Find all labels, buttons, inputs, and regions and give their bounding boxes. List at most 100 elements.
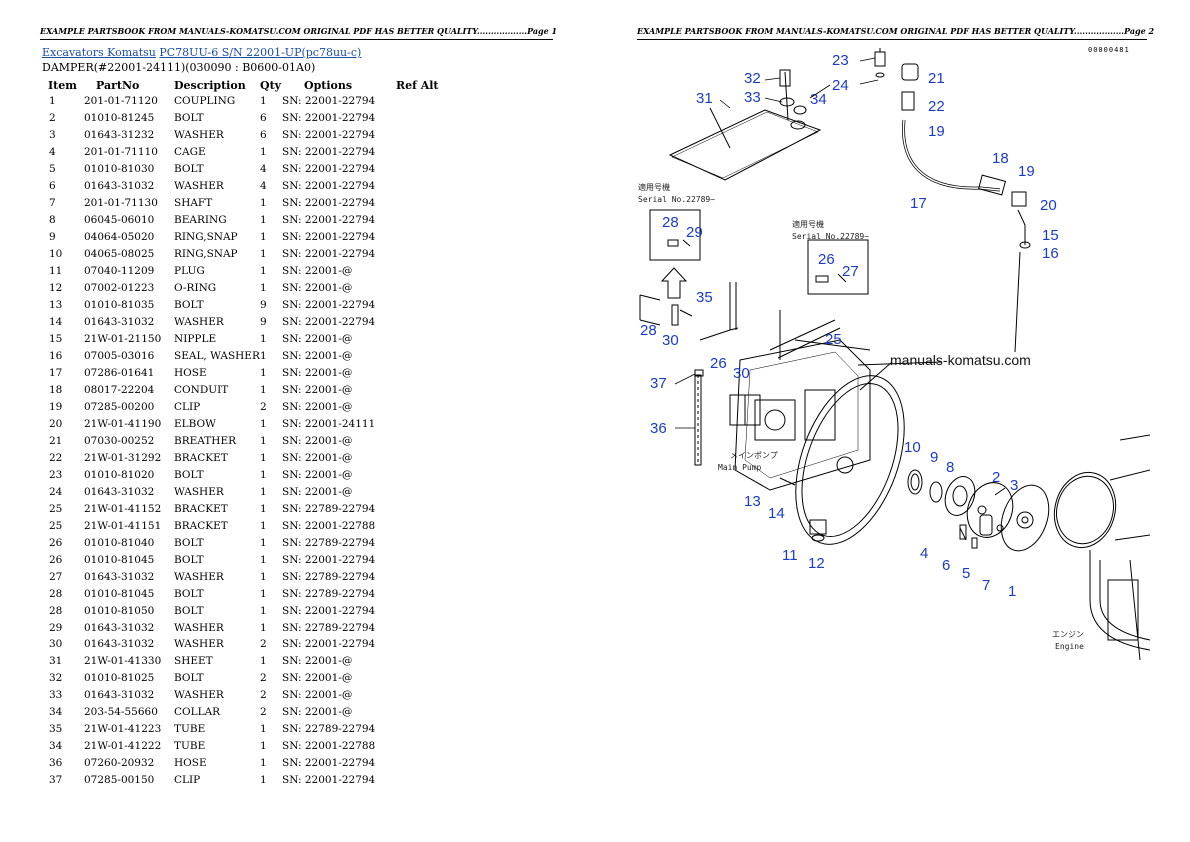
column-header-ref-alt: Ref Alt bbox=[396, 78, 439, 92]
cell-ref-alt bbox=[396, 381, 446, 398]
cell-qty: 9 bbox=[260, 316, 267, 329]
callout-6: 6 bbox=[942, 557, 950, 574]
cell-options: SN: 22001-22794 bbox=[282, 231, 376, 244]
cell-partno: 21W-01-41152 bbox=[84, 502, 162, 515]
cell-item: 30 bbox=[49, 638, 63, 651]
cell-options: SN: 22001-@ bbox=[282, 655, 353, 668]
cell-qty: 2 bbox=[260, 689, 267, 702]
column-header-partno: PartNo bbox=[96, 78, 140, 92]
cell-qty: 1 bbox=[260, 655, 267, 668]
cell-description: SHEET bbox=[174, 655, 213, 668]
cell-options: SN: 22789-22794 bbox=[282, 723, 376, 736]
engine-label: Engine bbox=[1055, 642, 1084, 651]
callout-27: 27 bbox=[842, 263, 859, 280]
cell-partno: 07285-00150 bbox=[84, 774, 155, 787]
callout-26-main: 26 bbox=[710, 355, 727, 372]
cell-description: BRACKET bbox=[174, 519, 228, 532]
cell-item: 35 bbox=[49, 723, 63, 736]
callout-21: 21 bbox=[928, 70, 945, 87]
cell-options: SN: 22001-@ bbox=[282, 333, 353, 346]
damper-disc bbox=[794, 339, 943, 545]
cell-qty: 4 bbox=[260, 163, 267, 176]
cell-item: 7 bbox=[49, 197, 56, 210]
cell-options: SN: 22001-22794 bbox=[282, 316, 376, 329]
cell-partno: 01643-31232 bbox=[84, 129, 155, 142]
cell-ref-alt bbox=[396, 178, 446, 195]
cell-ref-alt bbox=[396, 398, 446, 415]
cell-qty: 1 bbox=[260, 451, 267, 464]
callout-28-main: 28 bbox=[640, 322, 657, 339]
cell-options: SN: 22001-@ bbox=[282, 689, 353, 702]
cell-description: WASHER bbox=[174, 485, 224, 498]
cell-item: 26 bbox=[49, 536, 63, 549]
cell-qty: 1 bbox=[260, 553, 267, 566]
callout-30-left: 30 bbox=[662, 332, 679, 349]
drawing-code: 00000481 bbox=[1088, 46, 1130, 54]
parts-table: Item PartNo Description Qty Options Ref … bbox=[42, 77, 446, 789]
cell-qty: 1 bbox=[260, 587, 267, 600]
cell-item: 28 bbox=[49, 604, 63, 617]
cell-ref-alt bbox=[396, 195, 446, 212]
cell-qty: 1 bbox=[260, 536, 267, 549]
cell-ref-alt bbox=[396, 144, 446, 161]
cell-description: WASHER bbox=[174, 689, 224, 702]
cell-qty: 1 bbox=[260, 417, 267, 430]
cell-options: SN: 22001-22794 bbox=[282, 214, 376, 227]
cell-description: WASHER bbox=[174, 316, 224, 329]
cell-ref-alt bbox=[396, 246, 446, 263]
cell-qty: 1 bbox=[260, 468, 267, 481]
cell-description: BOLT bbox=[174, 299, 204, 312]
cell-qty: 6 bbox=[260, 129, 267, 142]
cell-description: TUBE bbox=[174, 723, 206, 736]
cell-qty: 1 bbox=[260, 485, 267, 498]
cell-description: CLIP bbox=[174, 400, 201, 413]
table-header-row: Item PartNo Description Qty Options Ref … bbox=[42, 77, 446, 93]
cell-ref-alt bbox=[396, 161, 446, 178]
cell-options: SN: 22001-22794 bbox=[282, 757, 376, 770]
callout-13: 13 bbox=[744, 493, 761, 510]
cell-qty: 1 bbox=[260, 383, 267, 396]
breadcrumb-link-model[interactable]: PC78UU-6 S/N 22001-UP(pc78uu-c) bbox=[159, 46, 362, 59]
callout-2: 2 bbox=[992, 469, 1000, 486]
cell-partno: 01010-81025 bbox=[84, 672, 155, 685]
cell-options: SN: 22001-@ bbox=[282, 672, 353, 685]
cell-options: SN: 22789-22794 bbox=[282, 570, 376, 583]
cell-partno: 07040-11209 bbox=[84, 265, 155, 278]
breadcrumb: Excavators Komatsu PC78UU-6 S/N 22001-UP… bbox=[42, 46, 361, 59]
cell-options: SN: 22001-22794 bbox=[282, 604, 376, 617]
cell-description: WASHER bbox=[174, 129, 224, 142]
cell-options: SN: 22789-22794 bbox=[282, 621, 376, 634]
cell-options: SN: 22001-@ bbox=[282, 366, 353, 379]
cell-item: 25 bbox=[49, 519, 63, 532]
cell-qty: 1 bbox=[260, 774, 267, 787]
cell-partno: 01010-81030 bbox=[84, 163, 155, 176]
callout-3: 3 bbox=[1010, 477, 1018, 494]
cell-ref-alt bbox=[396, 314, 446, 331]
callout-32: 32 bbox=[744, 70, 761, 87]
cell-ref-alt bbox=[396, 449, 446, 466]
coupling-parts bbox=[779, 469, 1050, 552]
cell-partno: 07285-00200 bbox=[84, 400, 155, 413]
callout-20: 20 bbox=[1040, 197, 1057, 214]
serial-label-1-jp: 適用号機 bbox=[638, 182, 670, 192]
cell-options: SN: 22001-24111 bbox=[282, 417, 376, 430]
engine-jp: エンジン bbox=[1052, 630, 1084, 639]
cell-item: 12 bbox=[49, 282, 63, 295]
cell-partno: 07002-01223 bbox=[84, 282, 155, 295]
cell-ref-alt bbox=[396, 483, 446, 500]
cell-options: SN: 22789-22794 bbox=[282, 502, 376, 515]
hose-assembly bbox=[874, 48, 1031, 353]
breadcrumb-link-category[interactable]: Excavators Komatsu bbox=[42, 46, 156, 59]
